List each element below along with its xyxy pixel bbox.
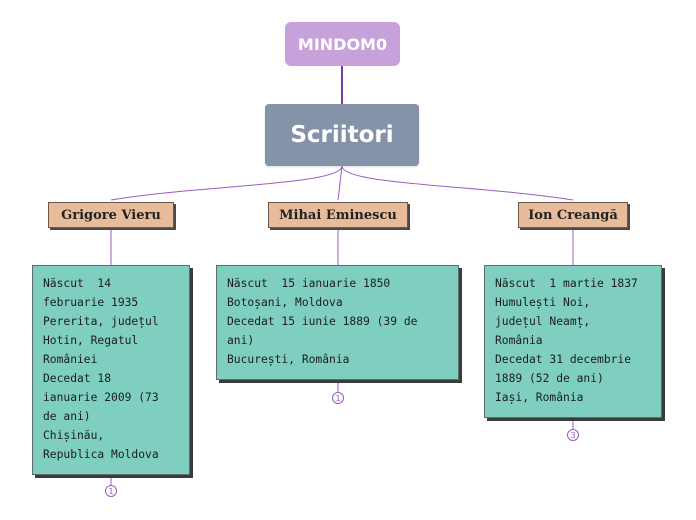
branch-title: Ion Creangă xyxy=(528,207,618,223)
detail-line: Decedat 31 decembrie xyxy=(495,353,632,366)
attachment-count-badge[interactable]: 1 xyxy=(332,392,344,404)
root-node-label: MINDOM0 xyxy=(297,34,388,54)
detail-line: București, România xyxy=(227,353,350,366)
detail-line: Decedat 18 xyxy=(43,372,112,385)
branch-title: Grigore Vieru xyxy=(61,207,161,223)
detail-line: Pererita, județul xyxy=(43,315,159,328)
branch-node-grigore-vieru[interactable]: Grigore Vieru xyxy=(48,202,174,228)
detail-line: Născut 14 xyxy=(43,277,112,290)
attachment-count-badge[interactable]: 1 xyxy=(105,485,117,497)
detail-line: de ani) xyxy=(43,410,91,423)
detail-node-grigore-vieru[interactable]: Născut 14 februarie 1935 Pererita, județ… xyxy=(32,265,190,475)
badge-count: 1 xyxy=(335,393,341,403)
detail-line: Născut 15 ianuarie 1850 xyxy=(227,277,391,290)
main-topic-label: Scriitori xyxy=(290,122,394,148)
detail-line: ani) xyxy=(227,334,255,347)
detail-line: României xyxy=(43,353,98,366)
detail-line: Botoșani, Moldova xyxy=(227,296,343,309)
connector-main-branch-2 xyxy=(337,165,343,201)
connector-main-branch-1 xyxy=(110,165,343,201)
branch-node-ion-creanga[interactable]: Ion Creangă xyxy=(518,202,628,228)
detail-node-mihai-eminescu[interactable]: Născut 15 ianuarie 1850 Botoșani, Moldov… xyxy=(216,265,459,380)
detail-line: județul Neamț, xyxy=(495,315,591,328)
attachment-count-badge[interactable]: 3 xyxy=(567,429,579,441)
main-topic-node[interactable]: Scriitori xyxy=(265,104,419,166)
detail-node-ion-creanga[interactable]: Născut 1 martie 1837 Humulești Noi, jude… xyxy=(484,265,662,418)
detail-line: Născut 1 martie 1837 xyxy=(495,277,638,290)
detail-line: februarie 1935 xyxy=(43,296,139,309)
branch-title: Mihai Eminescu xyxy=(279,207,397,223)
detail-line: Decedat 15 iunie 1889 (39 de xyxy=(227,315,418,328)
detail-line: România xyxy=(495,334,543,347)
root-node[interactable]: MINDOM0 xyxy=(285,22,400,66)
detail-line: Humulești Noi, xyxy=(495,296,591,309)
branch-node-mihai-eminescu[interactable]: Mihai Eminescu xyxy=(268,202,408,228)
connector-main-branch-3 xyxy=(341,165,574,201)
detail-line: 1889 (52 de ani) xyxy=(495,372,604,385)
detail-line: ianuarie 2009 (73 xyxy=(43,391,159,404)
badge-count: 3 xyxy=(570,430,576,440)
detail-line: Iași, România xyxy=(495,391,584,404)
detail-line: Hotin, Regatul xyxy=(43,334,139,347)
detail-line: Chișinău, xyxy=(43,429,105,442)
detail-line: Republica Moldova xyxy=(43,448,159,461)
badge-count: 1 xyxy=(108,486,114,496)
